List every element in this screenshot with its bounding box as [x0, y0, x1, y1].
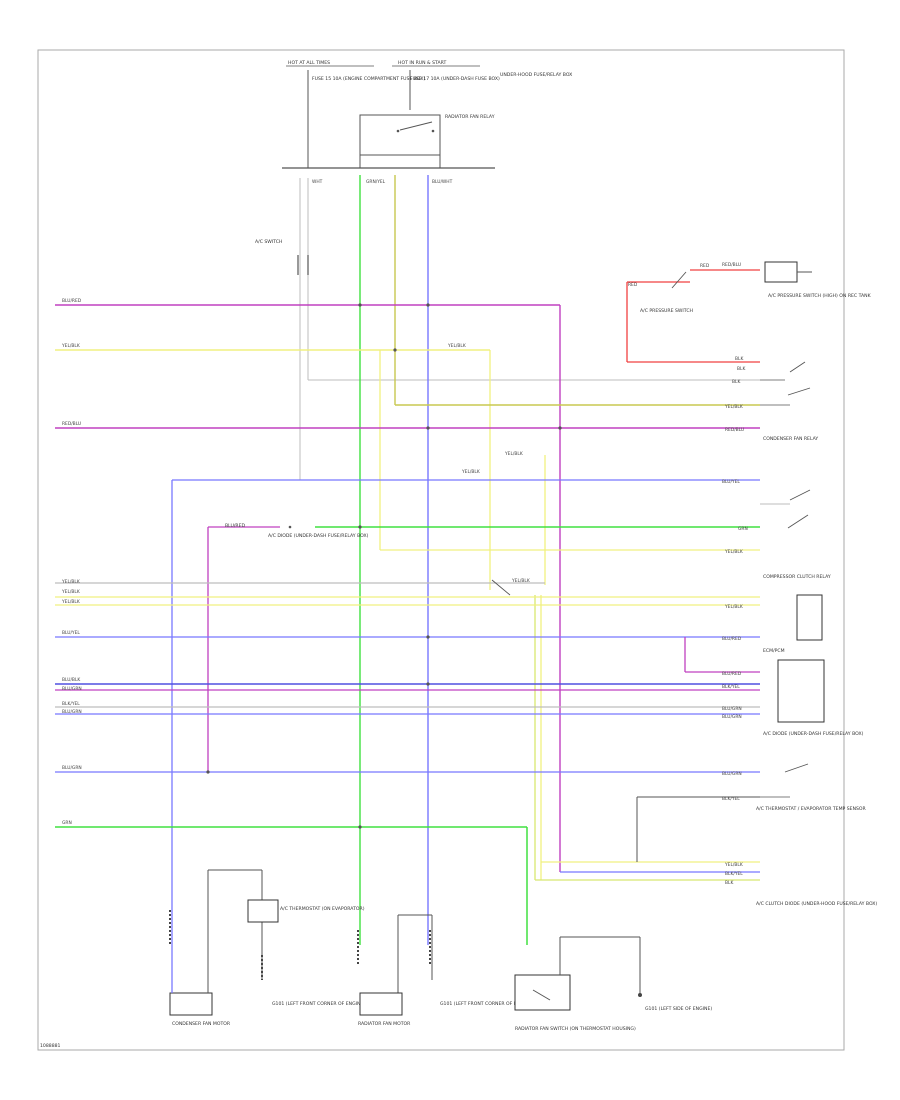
relay-switch — [399, 121, 433, 131]
svg-text:YEL/BLK: YEL/BLK — [61, 579, 80, 585]
svg-text:A/C PRESSURE SWITCH: A/C PRESSURE SWITCH — [640, 308, 693, 314]
radiator-fan-switch — [514, 974, 571, 1011]
page-id: 1088881 — [40, 1043, 61, 1049]
fan-control-relay-box — [247, 899, 279, 923]
header-hot-in-run: HOT IN RUN & START — [398, 60, 446, 66]
svg-text:A/C THERMOSTAT / EVAPORATOR TE: A/C THERMOSTAT / EVAPORATOR TEMP SENSOR — [756, 806, 867, 812]
svg-text:YEL/BLK: YEL/BLK — [461, 469, 480, 475]
svg-text:COMPRESSOR CLUTCH RELAY: COMPRESSOR CLUTCH RELAY — [763, 574, 831, 580]
svg-text:YEL/BLK: YEL/BLK — [724, 404, 743, 410]
clutch-relay-box — [796, 594, 823, 641]
svg-text:G101 (LEFT FRONT CORNER OF ENG: G101 (LEFT FRONT CORNER OF ENGINE COMPAR… — [440, 1001, 570, 1007]
svg-text:A/C THERMOSTAT (ON EVAPORATOR): A/C THERMOSTAT (ON EVAPORATOR) — [280, 906, 365, 912]
svg-text:BLK: BLK — [725, 880, 733, 886]
svg-text:BLK/YEL: BLK/YEL — [722, 796, 740, 802]
svg-text:GRN: GRN — [62, 820, 72, 826]
svg-text:BLU/RED: BLU/RED — [225, 523, 245, 529]
connector-label-grnyel: GRN/YEL — [366, 179, 386, 185]
svg-text:RED: RED — [700, 263, 710, 269]
svg-text:BLK: BLK — [737, 366, 745, 372]
condenser-fan-motor — [169, 992, 213, 1016]
svg-text:RED/BLU: RED/BLU — [725, 427, 744, 433]
svg-text:A/C DIODE (UNDER-DASH FUSE/REL: A/C DIODE (UNDER-DASH FUSE/RELAY BOX) — [763, 731, 864, 737]
svg-text:BLU/GRN: BLU/GRN — [722, 771, 742, 777]
svg-text:CONDENSER FAN MOTOR: CONDENSER FAN MOTOR — [172, 1021, 231, 1027]
svg-text:RED/BLU: RED/BLU — [62, 421, 81, 427]
ecm-pcm-box — [777, 659, 825, 723]
svg-text:G101 (LEFT FRONT CORNER OF ENG: G101 (LEFT FRONT CORNER OF ENGINE COMPAR… — [272, 1001, 402, 1007]
relay-box-top-right — [764, 261, 798, 283]
svg-text:YEL/BLK: YEL/BLK — [724, 862, 743, 868]
svg-text:BLU/RED: BLU/RED — [62, 298, 82, 304]
svg-text:BLU/GRN: BLU/GRN — [62, 709, 82, 715]
svg-text:G101 (LEFT SIDE OF ENGINE): G101 (LEFT SIDE OF ENGINE) — [645, 1006, 712, 1012]
svg-text:BLU/RED: BLU/RED — [722, 636, 742, 642]
svg-text:BLU/BLK: BLU/BLK — [62, 677, 80, 683]
svg-text:YEL/BLK: YEL/BLK — [724, 549, 743, 555]
connector-label-bluwht: BLU/WHT — [432, 179, 453, 185]
svg-text:YEL/BLK: YEL/BLK — [61, 599, 80, 605]
svg-text:BLU/RED: BLU/RED — [722, 671, 742, 677]
svg-text:YEL/BLK: YEL/BLK — [447, 343, 466, 349]
svg-text:BLU/YEL: BLU/YEL — [722, 479, 740, 485]
svg-text:YEL/BLK: YEL/BLK — [724, 604, 743, 610]
svg-text:CONDENSER FAN RELAY: CONDENSER FAN RELAY — [763, 436, 818, 442]
svg-text:YEL/BLK: YEL/BLK — [61, 343, 80, 349]
svg-text:A/C PRESSURE SWITCH (HIGH) ON: A/C PRESSURE SWITCH (HIGH) ON REC TANK — [768, 293, 872, 299]
radiator-fan-motor — [359, 992, 403, 1016]
svg-text:ECM/PCM: ECM/PCM — [763, 648, 785, 654]
fuse-left-label: FUSE 15 10A (ENGINE COMPARTMENT FUSE BOX… — [312, 76, 425, 82]
svg-text:RADIATOR FAN SWITCH (ON THERMO: RADIATOR FAN SWITCH (ON THERMOSTAT HOUSI… — [515, 1026, 636, 1032]
svg-text:YEL/BLK: YEL/BLK — [511, 578, 530, 584]
fuse-right-label: FUSE 17 10A (UNDER-DASH FUSE BOX) — [410, 76, 500, 82]
svg-text:BLK: BLK — [732, 379, 740, 385]
ground-symbol — [638, 993, 642, 997]
svg-text:RADIATOR FAN MOTOR: RADIATOR FAN MOTOR — [358, 1021, 411, 1027]
svg-text:BLK/YEL: BLK/YEL — [62, 701, 80, 707]
svg-text:BLK: BLK — [735, 356, 743, 362]
radiator-fan-relay-box — [359, 114, 441, 156]
svg-text:BLK/YEL: BLK/YEL — [725, 871, 743, 877]
diagram-frame — [37, 49, 845, 1051]
svg-text:A/C CLUTCH DIODE (UNDER-HOOD F: A/C CLUTCH DIODE (UNDER-HOOD FUSE/RELAY … — [756, 901, 877, 907]
svg-text:BLK/YEL: BLK/YEL — [722, 684, 740, 690]
fuse-box-note: UNDER-HOOD FUSE/RELAY BOX — [500, 72, 572, 78]
ac-diode-label: A/C DIODE (UNDER-DASH FUSE/RELAY BOX) — [268, 533, 369, 539]
svg-text:RED/BLU: RED/BLU — [722, 262, 741, 268]
relay-label: RADIATOR FAN RELAY — [445, 114, 495, 120]
svg-text:YEL/BLK: YEL/BLK — [61, 589, 80, 595]
svg-text:RED: RED — [628, 282, 638, 288]
svg-text:GRN: GRN — [738, 526, 748, 532]
svg-text:BLU/GRN: BLU/GRN — [62, 686, 82, 692]
svg-text:BLU/GRN: BLU/GRN — [62, 765, 82, 771]
svg-text:BLU/GRN: BLU/GRN — [722, 706, 742, 712]
svg-text:YEL/BLK: YEL/BLK — [504, 451, 523, 457]
pressure-switch-contact — [671, 271, 687, 289]
svg-text:BLU/GRN: BLU/GRN — [722, 714, 742, 720]
svg-text:BLU/YEL: BLU/YEL — [62, 630, 80, 636]
connector-label-wht: WHT — [312, 179, 323, 185]
pcm-ac-switch-label: A/C SWITCH — [255, 239, 282, 245]
header-hot-at-all-times: HOT AT ALL TIMES — [288, 60, 330, 66]
